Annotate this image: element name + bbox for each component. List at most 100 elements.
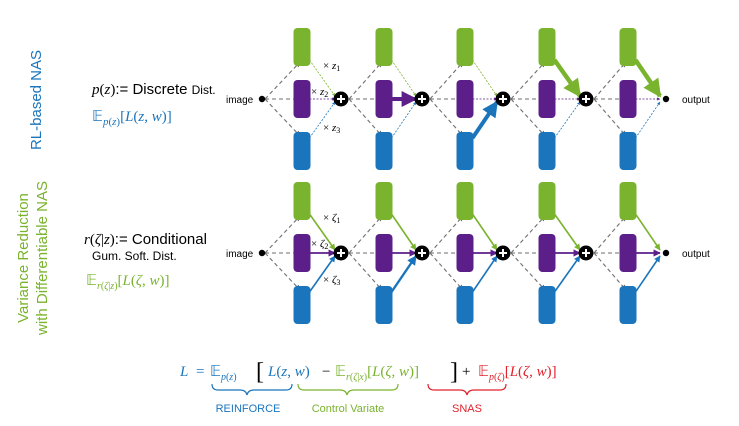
top-op-out-c4-blue <box>635 101 661 139</box>
top-op-box-c0-blue <box>293 132 311 170</box>
bottom-dash-in-c0-r2 <box>264 252 301 291</box>
brace-reinforce <box>211 383 293 396</box>
label-reinforce: REINFORCE <box>216 403 281 415</box>
bottom-op-out-c3-blue <box>553 255 581 293</box>
top-op-box-c1-green <box>375 28 393 66</box>
top-dash-in-c1-r0 <box>348 61 383 100</box>
bottom-dash-in-c1-r0 <box>348 215 383 254</box>
bottom-weight-zeta1: × ζ1 <box>323 212 340 225</box>
top-dash-in-c0-r2 <box>264 98 301 137</box>
brace-snas <box>427 383 507 396</box>
top-op-box-c0-green <box>293 28 311 66</box>
variance-reduction-label-line2: with Differentiable NAS <box>34 181 51 336</box>
eq-bracket-close: ] <box>450 359 458 385</box>
top-output-label: output <box>682 95 710 106</box>
top-input-node <box>258 95 266 103</box>
top-op-out-c1-green <box>391 59 417 97</box>
top-op-box-c2-blue <box>456 132 474 170</box>
top-output-node <box>662 95 670 103</box>
bottom-weight-zeta2: × ζ2 <box>311 238 328 251</box>
rl-nas-label: RL-based NAS <box>28 50 45 150</box>
bottom-op-out-c0-blue <box>308 255 336 293</box>
bottom-dash-in-c4-r0 <box>593 215 627 254</box>
bottom-op-out-c3-green <box>553 213 581 251</box>
top-op-out-c1-blue <box>391 101 417 139</box>
bottom-input-node <box>258 249 266 257</box>
bottom-input-label: image <box>226 249 254 260</box>
bottom-output-node <box>662 249 670 257</box>
bottom-op-out-c4-blue <box>634 255 661 293</box>
brace-control-variate <box>297 383 399 396</box>
bottom-dash-in-c2-r2 <box>429 252 464 291</box>
bottom-dash-in-c1-r2 <box>348 252 383 291</box>
bottom-op-box-c4-green <box>619 182 637 220</box>
bottom-op-out-c1-green <box>390 213 417 251</box>
eq-bracket-open: [ <box>256 359 264 385</box>
bottom-op-box-c0-green <box>293 182 311 220</box>
top-dash-in-c0-r0 <box>264 61 301 100</box>
label-control-variate: Control Variate <box>312 403 385 415</box>
top-op-out-c2-blue <box>470 100 499 140</box>
top-formula-expectation: 𝔼p(z)[L(z, w)] <box>92 109 172 128</box>
bottom-op-box-c1-blue <box>375 286 393 324</box>
top-op-box-c4-green <box>619 28 637 66</box>
top-dash-in-c2-r0 <box>429 61 464 100</box>
bottom-op-out-c0-green <box>308 213 336 251</box>
bottom-op-box-c2-blue <box>456 286 474 324</box>
bottom-dash-in-c3-r2 <box>510 252 546 291</box>
top-op-out-c3-green <box>552 58 582 98</box>
top-dash-in-c4-r2 <box>593 98 627 137</box>
bottom-op-out-c1-blue <box>390 255 417 293</box>
bottom-op-out-c2-blue <box>471 255 498 293</box>
top-op-box-c2-green <box>456 28 474 66</box>
top-op-box-c1-purple <box>375 80 393 118</box>
top-op-box-c3-blue <box>538 132 556 170</box>
top-dash-in-c3-r2 <box>510 98 546 137</box>
eq-term1: 𝔼p(z) <box>210 364 237 383</box>
bottom-op-box-c4-blue <box>619 286 637 324</box>
bottom-op-box-c3-blue <box>538 286 556 324</box>
top-op-box-c4-blue <box>619 132 637 170</box>
top-op-out-c3-blue <box>554 101 581 139</box>
bottom-dash-in-c3-r0 <box>510 215 546 254</box>
eq-term1-arg: L(z, w) <box>267 364 310 380</box>
bottom-op-box-c3-purple <box>538 234 556 272</box>
bottom-op-box-c3-green <box>538 182 556 220</box>
network-rl <box>258 28 670 170</box>
bottom-op-box-c4-purple <box>619 234 637 272</box>
eq-minus: − <box>322 364 330 380</box>
top-op-box-c4-purple <box>619 80 637 118</box>
top-op-out-c0-blue <box>309 101 336 139</box>
bottom-formula-dist-line2: Gum. Soft. Dist. <box>92 249 177 263</box>
eq-plus: + <box>462 364 470 380</box>
bottom-op-box-c2-green <box>456 182 474 220</box>
bottom-weight-zeta3: × ζ3 <box>323 274 340 287</box>
loss-equation: L = 𝔼p(z) [ L(z, w) − 𝔼r(ζ|x)[L(ζ, w)] ]… <box>179 359 557 385</box>
bottom-op-box-c0-purple <box>293 234 311 272</box>
top-dash-in-c4-r0 <box>593 61 627 100</box>
label-snas: SNAS <box>452 403 482 415</box>
top-weight-z3: × z3 <box>323 122 340 135</box>
eq-term2: 𝔼r(ζ|x)[L(ζ, w)] <box>335 364 419 383</box>
bottom-op-box-c0-blue <box>293 286 311 324</box>
network-variance-reduction <box>258 182 670 324</box>
eq-equals: = <box>196 364 204 380</box>
top-op-box-c1-blue <box>375 132 393 170</box>
top-dash-in-c3-r0 <box>510 61 546 100</box>
eq-term3: 𝔼p(ζ)[L(ζ, w)] <box>478 364 557 383</box>
bottom-output-label: output <box>682 249 710 260</box>
top-dash-in-c2-r2 <box>429 98 464 137</box>
bottom-formula-dist: r(ζ|z):= Conditional <box>84 231 207 248</box>
top-weight-z2: × z2 <box>311 86 328 99</box>
top-op-box-c2-purple <box>456 80 474 118</box>
bottom-op-out-c2-green <box>471 213 498 251</box>
bottom-op-box-c1-purple <box>375 234 393 272</box>
bottom-formula-expectation: 𝔼r(ζ|z)[L(ζ, w)] <box>86 273 169 292</box>
bottom-dash-in-c0-r0 <box>264 215 301 254</box>
top-op-box-c3-green <box>538 28 556 66</box>
bottom-dash-in-c2-r0 <box>429 215 464 254</box>
eq-lhs: L <box>179 364 188 380</box>
bottom-op-box-c2-purple <box>456 234 474 272</box>
bottom-op-box-c1-green <box>375 182 393 220</box>
